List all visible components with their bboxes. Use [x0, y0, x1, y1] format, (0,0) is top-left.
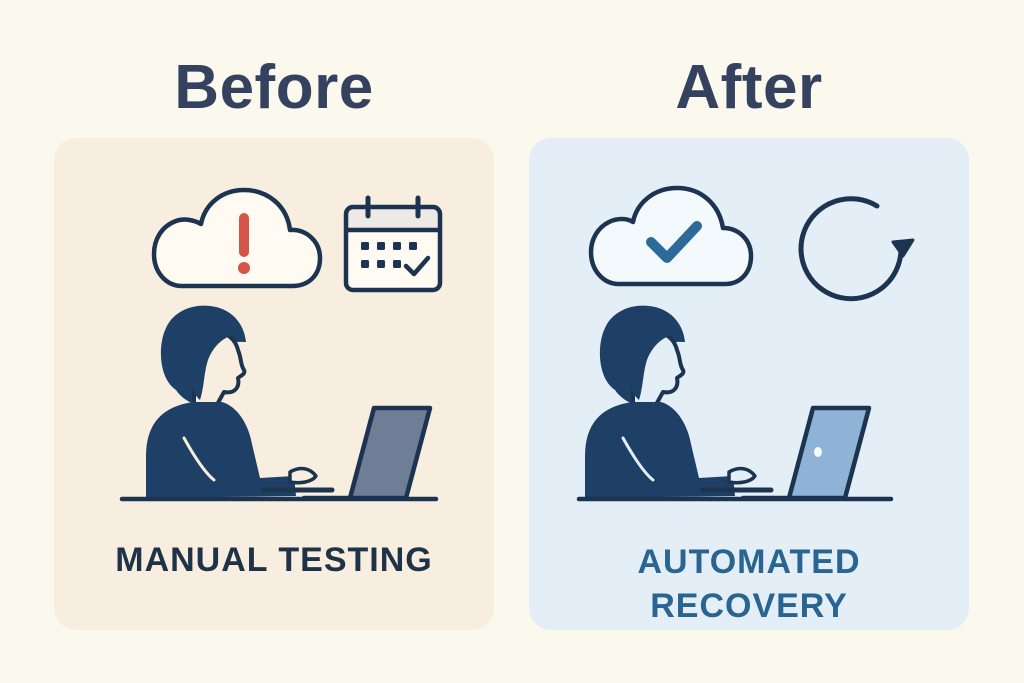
after-panel: AUTOMATED RECOVERY	[529, 138, 969, 630]
person-at-laptop-icon	[146, 305, 433, 501]
before-heading: Before	[174, 53, 374, 122]
after-illustration	[576, 185, 915, 502]
after-heading: After	[675, 53, 823, 122]
cloud-alert-icon	[151, 187, 323, 289]
refresh-arrow-icon	[798, 196, 915, 302]
before-panel: MANUAL TESTING	[54, 138, 494, 630]
cloud-check-icon	[588, 185, 754, 287]
person-at-laptop-icon	[585, 305, 872, 501]
calendar-check-icon	[343, 195, 443, 293]
after-caption-line2: RECOVERY	[650, 587, 848, 625]
after-caption-line1: AUTOMATED	[637, 543, 861, 581]
before-illustration	[119, 187, 443, 502]
before-caption: MANUAL TESTING	[115, 541, 433, 579]
after-caption: AUTOMATED RECOVERY	[529, 540, 969, 628]
